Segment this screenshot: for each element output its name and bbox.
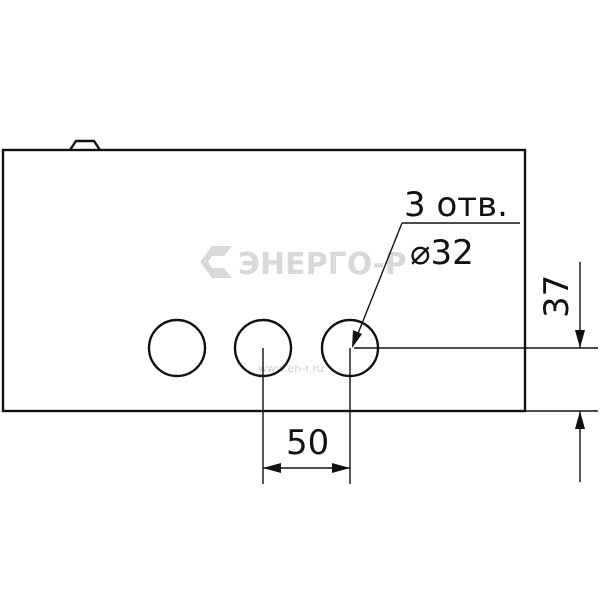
callout-arrow-icon <box>352 330 362 348</box>
arrow-down-icon <box>575 330 585 348</box>
watermark-url: www.en-r.ru <box>258 362 324 375</box>
callout-leader <box>356 222 403 337</box>
height-value: 37 <box>537 275 577 318</box>
callout-diameter: ⌀32 <box>410 233 474 273</box>
diameter-symbol: ⌀ <box>410 233 430 273</box>
enclosure-outline <box>1 139 527 413</box>
watermark-logo-icon <box>200 246 232 278</box>
watermark: ЭНЕРГО-Р www.en-r.ru <box>200 246 407 375</box>
spacing-value: 50 <box>286 423 329 463</box>
height-dimension: 37 <box>354 262 598 482</box>
watermark-brand: ЭНЕРГО-Р <box>238 247 407 282</box>
hole-callout: 3 отв. ⌀32 <box>352 185 520 348</box>
enclosure-top-tab <box>69 139 101 151</box>
callout-holes-label: 3 отв. <box>404 185 508 225</box>
arrow-left-icon <box>263 463 281 473</box>
diameter-value: 32 <box>430 233 473 273</box>
hole-left <box>147 318 207 378</box>
arrow-right-icon <box>332 463 350 473</box>
enclosure-body <box>1 148 527 413</box>
arrow-up-icon <box>575 411 585 429</box>
spacing-dimension: 50 <box>262 348 351 484</box>
